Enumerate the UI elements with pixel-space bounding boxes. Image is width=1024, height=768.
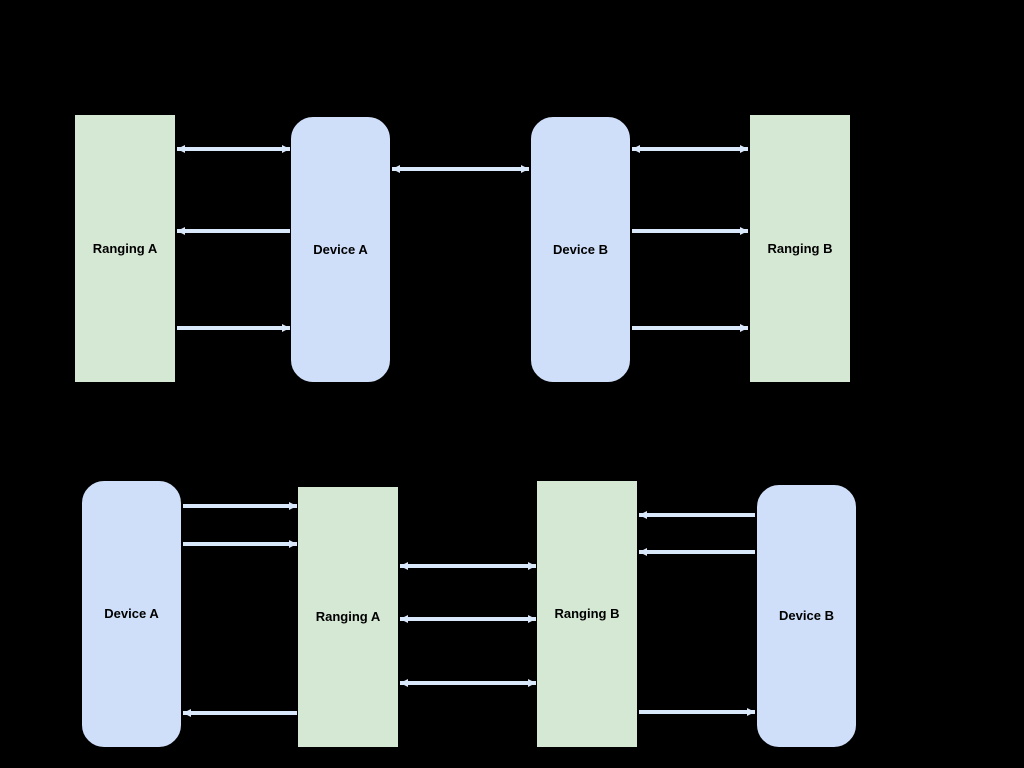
edge-hit-t-e1[interactable] (177, 141, 290, 157)
edge-hit-t-e3[interactable] (177, 320, 290, 336)
edge-hit-b-e1[interactable] (183, 498, 297, 514)
edge-hit-t-e5[interactable] (632, 141, 748, 157)
node-top-ranging-b[interactable]: Ranging B (750, 115, 850, 382)
node-bot-device-b[interactable]: Device B (757, 485, 856, 747)
node-bot-ranging-b[interactable]: Ranging B (537, 481, 637, 747)
node-label-bot-device-b: Device B (779, 608, 834, 624)
node-bot-ranging-a[interactable]: Ranging A (298, 487, 398, 747)
node-label-top-device-a: Device A (313, 241, 368, 257)
edge-hit-b-e2[interactable] (183, 536, 297, 552)
node-label-bot-ranging-a: Ranging A (315, 609, 381, 625)
edge-hit-b-e4[interactable] (400, 558, 536, 574)
edge-hit-b-e9[interactable] (639, 704, 755, 720)
node-label-top-device-b: Device B (553, 241, 608, 257)
node-top-ranging-a[interactable]: Ranging A (75, 115, 175, 382)
node-label-top-ranging-a: Ranging A (92, 240, 158, 256)
node-label-bot-device-a: Device A (104, 606, 159, 622)
node-label-top-ranging-b: Ranging B (767, 240, 833, 256)
node-bot-device-a[interactable]: Device A (82, 481, 181, 747)
edge-hit-t-e2[interactable] (177, 223, 290, 239)
node-top-device-a[interactable]: Device A (291, 117, 390, 382)
edge-hit-b-e7[interactable] (639, 507, 755, 523)
edge-hit-t-e6[interactable] (632, 223, 748, 239)
edge-hit-b-e8[interactable] (639, 544, 755, 560)
edge-hit-b-e3[interactable] (183, 705, 297, 721)
edge-hit-b-e5[interactable] (400, 611, 536, 627)
node-label-bot-ranging-b: Ranging B (554, 606, 620, 622)
node-top-device-b[interactable]: Device B (531, 117, 630, 382)
edge-hit-b-e6[interactable] (400, 675, 536, 691)
edge-hit-t-e7[interactable] (632, 320, 748, 336)
edge-hit-t-e4[interactable] (392, 161, 529, 177)
